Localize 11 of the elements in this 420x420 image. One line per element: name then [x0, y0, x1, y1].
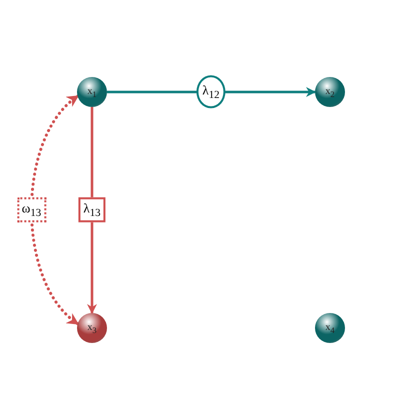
- edge-label: λ$_{13}$: [78, 197, 106, 223]
- edge-label: ω$_{13}$: [16, 197, 46, 223]
- node-sphere: [315, 77, 345, 107]
- node-sphere: [77, 77, 107, 107]
- node-label: x$_{1}$: [87, 86, 97, 98]
- node-label: x$_{3}$: [87, 322, 97, 334]
- node-sphere: [77, 313, 107, 343]
- node-label: x$_{2}$: [325, 86, 335, 98]
- edge-label: λ$_{12}$: [196, 75, 226, 109]
- node-label: x$_{4}$: [325, 322, 335, 334]
- node-sphere: [315, 313, 345, 343]
